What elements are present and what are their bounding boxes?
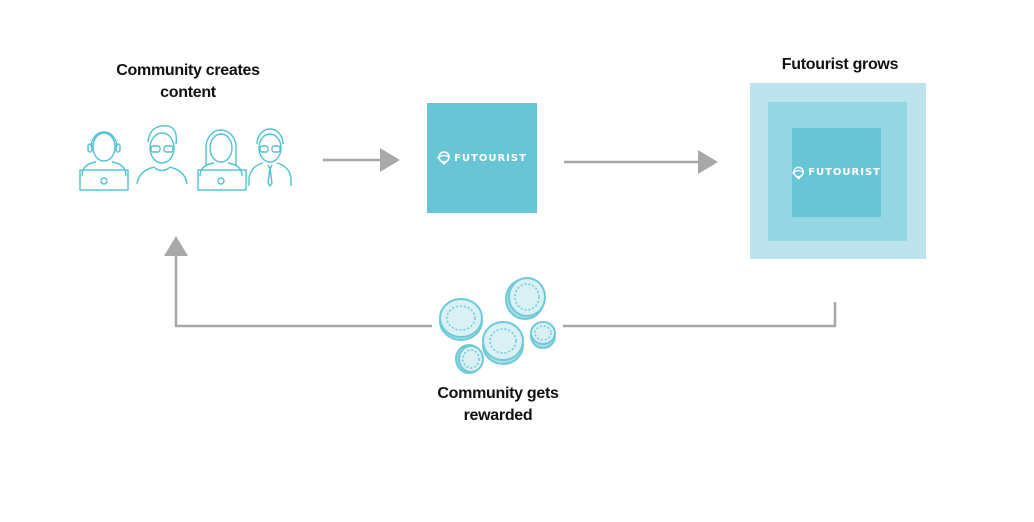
woman-headset-laptop-icon [197, 129, 247, 191]
coin [455, 344, 484, 374]
arrow-reward-loop [164, 236, 837, 328]
coin [482, 321, 524, 365]
arrow-community-to-futourist [323, 148, 400, 172]
community-creates-label: Community creates content [116, 62, 260, 101]
map-pin-globe-icon [792, 166, 805, 180]
futourist-grows-label: Futourist grows [781, 56, 899, 73]
map-pin-globe-icon [437, 151, 450, 165]
brand-name: FUTOURIST [454, 152, 527, 164]
community-rewarded-label: Community gets rewarded [437, 385, 559, 424]
futourist-box: FUTOURIST [427, 103, 537, 213]
brand-name: FUTOURIST [808, 167, 881, 178]
man-glasses-tie-icon [248, 128, 292, 188]
arrow-futourist-to-growth [564, 150, 718, 174]
futourist-logo: FUTOURIST [427, 103, 537, 213]
growth-inner-box: FUTOURIST [792, 128, 881, 217]
coin [530, 321, 556, 349]
person-glasses-icon [136, 125, 188, 185]
coins-icon [439, 277, 556, 374]
coin [439, 298, 483, 341]
person-headset-laptop-icon [79, 131, 129, 191]
coin [505, 277, 546, 320]
futourist-logo-large: FUTOURIST [792, 128, 881, 217]
